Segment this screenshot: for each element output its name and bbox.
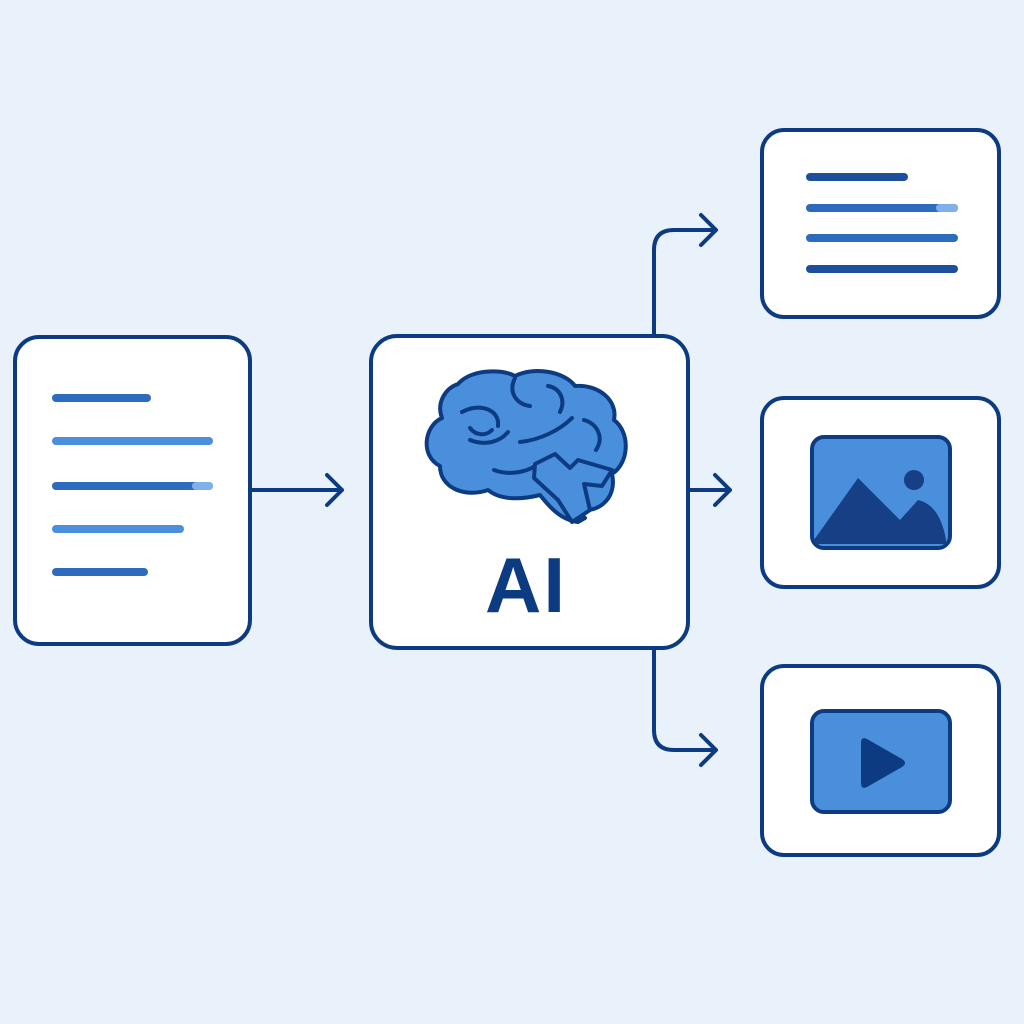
video-play-icon [810, 709, 952, 814]
input-document-card [13, 335, 252, 646]
arrow-input-to-ai [250, 473, 344, 507]
arrow-ai-to-text-output [652, 213, 718, 338]
output-image-card [760, 396, 1001, 589]
ai-processor-card: AI [369, 334, 690, 650]
arrow-ai-to-video-output [652, 646, 718, 767]
arrow-ai-to-image-output [686, 473, 732, 507]
document-icon [52, 394, 213, 576]
output-text-card [760, 128, 1001, 319]
ai-label: AI [485, 541, 567, 629]
text-document-icon [806, 173, 958, 273]
brain-icon [424, 369, 628, 524]
output-video-card [760, 664, 1001, 857]
image-icon [810, 435, 952, 550]
connectors [250, 213, 732, 767]
